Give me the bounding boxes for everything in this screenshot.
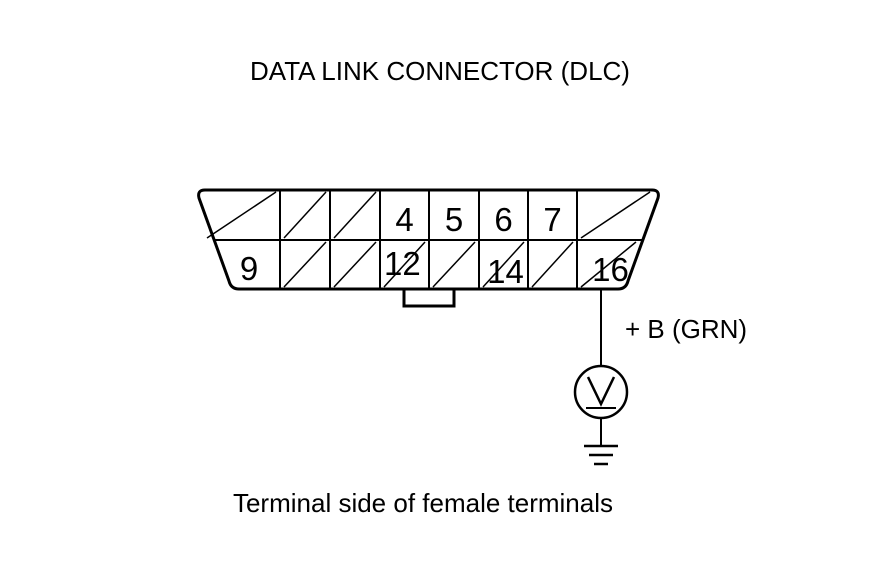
pin-12-label: 12 (384, 245, 421, 282)
unused-cell-slash (531, 241, 574, 288)
unused-cell-slash (206, 191, 277, 239)
unused-cell-slash (333, 191, 377, 239)
pin-6-label: 6 (494, 201, 512, 238)
unused-cell-slash (283, 241, 327, 288)
diagram-title: DATA LINK CONNECTOR (DLC) (250, 56, 630, 86)
pin-16-label: 16 (592, 251, 629, 288)
connector-outline (197, 188, 660, 291)
pin-14-label: 14 (487, 253, 524, 290)
pin-4-label: 4 (395, 201, 413, 238)
unused-cell-slash (432, 241, 476, 288)
pin-5-label: 5 (445, 201, 463, 238)
pin-7-label: 7 (543, 201, 561, 238)
voltmeter-label: V (601, 397, 602, 399)
connector-lock-tab (402, 289, 456, 308)
pin-9-label: 9 (240, 250, 258, 287)
unused-cell-slash (283, 191, 327, 239)
connector-grid (206, 190, 651, 289)
unused-cell-slash (580, 241, 637, 288)
unused-cell-slash (333, 241, 377, 288)
diagram-caption: Terminal side of female terminals (232, 488, 614, 518)
voltmeter-icon (573, 364, 629, 420)
wire-label: + B (GRN) (625, 314, 747, 344)
unused-cell-slash (482, 241, 525, 288)
ground-icon (584, 444, 618, 466)
unused-cell-slash (383, 241, 426, 288)
unused-cell-slash (580, 191, 651, 239)
